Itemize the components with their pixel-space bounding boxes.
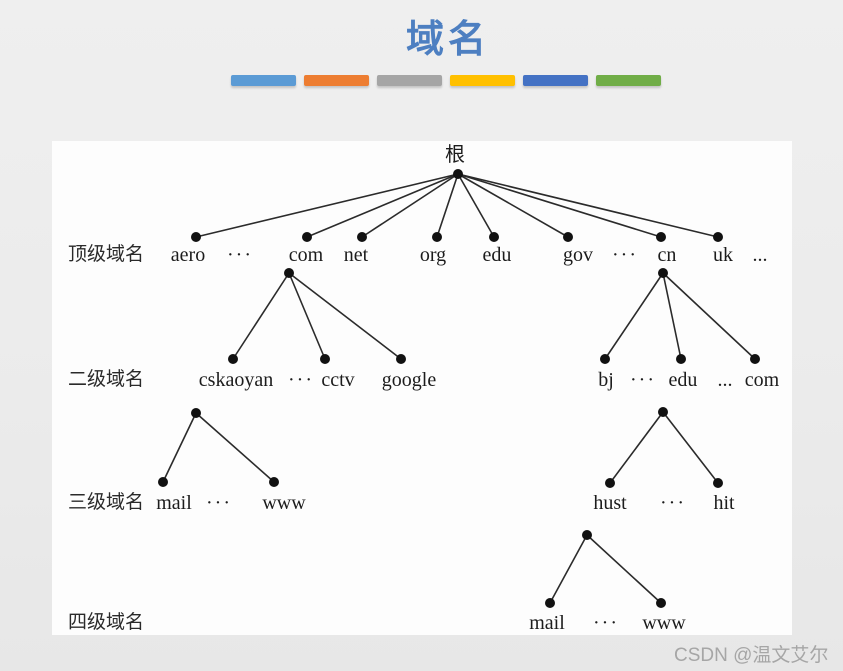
node-dot: [713, 478, 723, 488]
node-dot: [676, 354, 686, 364]
node-dot: [750, 354, 760, 364]
edge: [604, 272, 664, 360]
node-dot: [191, 408, 201, 418]
edge: [457, 173, 495, 238]
node-label-root: 根: [445, 144, 465, 166]
edge: [436, 173, 459, 238]
node-label-edu-cn: edu: [668, 369, 698, 391]
edge: [457, 173, 569, 238]
dns-tree-svg: [158, 169, 760, 608]
row-label-third-level: 三级域名: [68, 492, 145, 513]
row-label-second-level: 二级域名: [68, 369, 145, 390]
node-dot: [228, 354, 238, 364]
row-label-top-level: 顶级域名: [68, 244, 145, 265]
node-dot: [158, 477, 168, 487]
ellipsis: ...: [717, 369, 733, 391]
node-dot: [396, 354, 406, 364]
ellipsis: ···: [206, 492, 232, 514]
node-label-org: org: [419, 244, 447, 266]
decor-bar: [450, 75, 515, 86]
node-dot: [713, 232, 723, 242]
node-dot: [489, 232, 499, 242]
decor-bar: [231, 75, 296, 86]
decor-bar: [596, 75, 661, 86]
edge: [549, 534, 588, 604]
edge: [457, 173, 662, 238]
ellipsis: ···: [593, 612, 619, 634]
edge: [195, 173, 459, 238]
ellipsis: ···: [612, 244, 638, 266]
node-label-edu: edu: [482, 244, 512, 266]
decor-bar: [304, 75, 369, 86]
node-dot: [269, 477, 279, 487]
node-label-hust: hust: [593, 492, 627, 514]
node-label-hit: hit: [713, 492, 735, 514]
node-label-cskaoyan: cskaoyan: [198, 369, 274, 391]
edge: [586, 534, 662, 604]
edge: [662, 272, 682, 360]
ellipsis: ···: [288, 369, 314, 391]
edge: [195, 412, 275, 483]
node-dot: [656, 232, 666, 242]
node-label-bj: bj: [598, 369, 614, 391]
tree-edges: [162, 173, 756, 604]
decor-bar: [377, 75, 442, 86]
node-dot: [656, 598, 666, 608]
edge: [162, 412, 197, 483]
node-label-www-3: www: [262, 492, 306, 514]
node-label-com-cn: com: [744, 369, 780, 391]
node-dot: [658, 268, 668, 278]
diagram-panel: 根 顶级域名 二级域名 三级域名 四级域名 aero ··· com net o…: [52, 141, 792, 635]
node-dot: [563, 232, 573, 242]
node-label-mail-4: mail: [529, 612, 565, 634]
ellipsis: ···: [227, 244, 253, 266]
node-label-uk: uk: [713, 244, 733, 266]
edge: [662, 411, 719, 484]
ellipsis: ···: [630, 369, 656, 391]
node-dot: [191, 232, 201, 242]
edge: [361, 173, 459, 238]
node-dot: [545, 598, 555, 608]
node-dot: [432, 232, 442, 242]
node-label-aero: aero: [170, 244, 206, 266]
csdn-watermark: CSDN @温文艾尔: [674, 645, 829, 666]
node-dot-root: [453, 169, 463, 179]
node-dot: [320, 354, 330, 364]
node-dot: [284, 268, 294, 278]
edge: [288, 272, 326, 360]
ellipsis: ...: [752, 244, 768, 266]
edge: [288, 272, 402, 360]
edge: [232, 272, 290, 360]
title-underline-bars: [231, 75, 661, 86]
node-dot: [605, 478, 615, 488]
edge: [662, 272, 756, 360]
edge: [306, 173, 459, 238]
node-dot: [600, 354, 610, 364]
node-dot: [658, 407, 668, 417]
node-dot: [582, 530, 592, 540]
node-label-gov: gov: [563, 244, 593, 266]
row-label-fourth-level: 四级域名: [68, 612, 145, 633]
node-label-mail-3: mail: [156, 492, 192, 514]
ellipsis: ···: [660, 492, 686, 514]
node-label-cn: cn: [657, 244, 677, 266]
edge: [609, 411, 664, 484]
edge: [457, 173, 719, 238]
node-label-com: com: [288, 244, 324, 266]
node-label-cctv: cctv: [321, 369, 355, 391]
node-label-net: net: [343, 244, 369, 266]
node-dot: [357, 232, 367, 242]
tree-node-dots: [158, 169, 760, 608]
node-label-google: google: [381, 369, 437, 391]
node-label-www-4: www: [642, 612, 686, 634]
decor-bar: [523, 75, 588, 86]
node-dot: [302, 232, 312, 242]
page-title: 域名: [405, 19, 491, 61]
